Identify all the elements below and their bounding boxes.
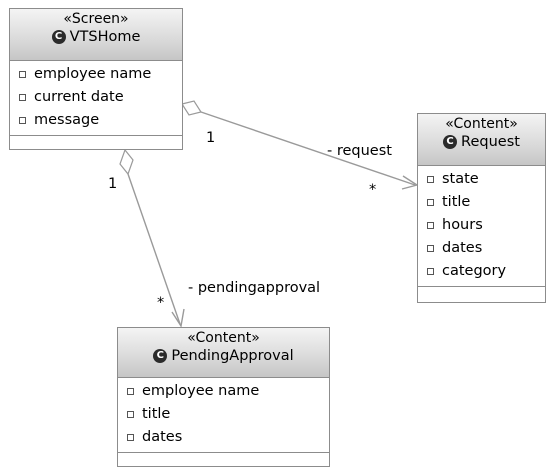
stereotype-label: «Screen» bbox=[63, 11, 129, 27]
attribute-row[interactable]: employee name bbox=[118, 380, 329, 403]
attribute-row[interactable]: category bbox=[418, 260, 545, 283]
multiplicity-target-request: * bbox=[369, 182, 377, 198]
class-name-row: C PendingApproval bbox=[118, 346, 329, 365]
attribute-name: category bbox=[442, 263, 507, 279]
class-header: «Screen» C VTSHome bbox=[10, 9, 182, 61]
attribute-visibility-icon bbox=[19, 94, 26, 101]
attribute-compartment: state title hours dates category bbox=[418, 166, 545, 287]
attribute-row[interactable]: message bbox=[10, 109, 182, 132]
attribute-name: state bbox=[442, 171, 479, 187]
class-request[interactable]: «Content» C Request state title hours da… bbox=[417, 113, 546, 303]
role-label-pendingapproval: - pendingapproval bbox=[188, 280, 321, 296]
attribute-name: employee name bbox=[34, 66, 152, 82]
attribute-row[interactable]: dates bbox=[118, 426, 329, 449]
attribute-row[interactable]: state bbox=[418, 168, 545, 191]
association-line-request[interactable] bbox=[200, 111, 416, 186]
attribute-name: message bbox=[34, 112, 100, 128]
attribute-row[interactable]: employee name bbox=[10, 63, 182, 86]
operation-compartment bbox=[418, 287, 545, 297]
class-name: PendingApproval bbox=[171, 347, 294, 364]
multiplicity-source-request: 1 bbox=[206, 130, 216, 146]
class-name: Request bbox=[461, 133, 520, 150]
class-pendingapproval[interactable]: «Content» C PendingApproval employee nam… bbox=[117, 327, 330, 467]
attribute-compartment: employee name current date message bbox=[10, 61, 182, 136]
association-line-pendingapproval[interactable] bbox=[127, 173, 181, 325]
attribute-name: dates bbox=[442, 240, 483, 256]
attribute-name: employee name bbox=[142, 383, 260, 399]
class-name-row: C VTSHome bbox=[10, 27, 182, 46]
attribute-visibility-icon bbox=[19, 71, 26, 78]
arrowhead-pendingapproval bbox=[171, 308, 185, 328]
attribute-row[interactable]: dates bbox=[418, 237, 545, 260]
class-name: VTSHome bbox=[69, 28, 141, 45]
attribute-name: title bbox=[442, 194, 471, 210]
attribute-row[interactable]: title bbox=[118, 403, 329, 426]
stereotype-label: «Content» bbox=[445, 116, 518, 132]
attribute-name: title bbox=[142, 406, 171, 422]
stereotype-label: «Content» bbox=[187, 330, 260, 346]
attribute-compartment: employee name title dates bbox=[118, 378, 329, 453]
role-label-request: - request bbox=[327, 143, 392, 159]
attribute-row[interactable]: hours bbox=[418, 214, 545, 237]
class-name-row: C Request bbox=[418, 132, 545, 151]
attribute-row[interactable]: current date bbox=[10, 86, 182, 109]
class-vtshome[interactable]: «Screen» C VTSHome employee name current… bbox=[9, 8, 183, 150]
operation-compartment bbox=[10, 136, 182, 146]
attribute-visibility-icon bbox=[427, 199, 434, 206]
attribute-visibility-icon bbox=[19, 117, 26, 124]
attribute-visibility-icon bbox=[427, 222, 434, 229]
attribute-visibility-icon bbox=[427, 268, 434, 275]
attribute-visibility-icon bbox=[427, 176, 434, 183]
class-icon: C bbox=[443, 134, 458, 149]
attribute-name: current date bbox=[34, 89, 124, 105]
class-header: «Content» C PendingApproval bbox=[118, 328, 329, 378]
operation-compartment bbox=[118, 453, 329, 463]
multiplicity-target-pendingapproval: * bbox=[157, 295, 165, 311]
attribute-name: hours bbox=[442, 217, 483, 233]
attribute-visibility-icon bbox=[427, 245, 434, 252]
aggregation-diamond-pendingapproval bbox=[119, 148, 134, 176]
class-header: «Content» C Request bbox=[418, 114, 545, 166]
attribute-visibility-icon bbox=[127, 434, 134, 441]
class-icon: C bbox=[51, 29, 66, 44]
class-icon: C bbox=[153, 348, 168, 363]
attribute-name: dates bbox=[142, 429, 183, 445]
attribute-visibility-icon bbox=[127, 411, 134, 418]
multiplicity-source-pendingapproval: 1 bbox=[108, 176, 118, 192]
attribute-row[interactable]: title bbox=[418, 191, 545, 214]
aggregation-diamond-request bbox=[181, 100, 202, 116]
attribute-visibility-icon bbox=[127, 388, 134, 395]
